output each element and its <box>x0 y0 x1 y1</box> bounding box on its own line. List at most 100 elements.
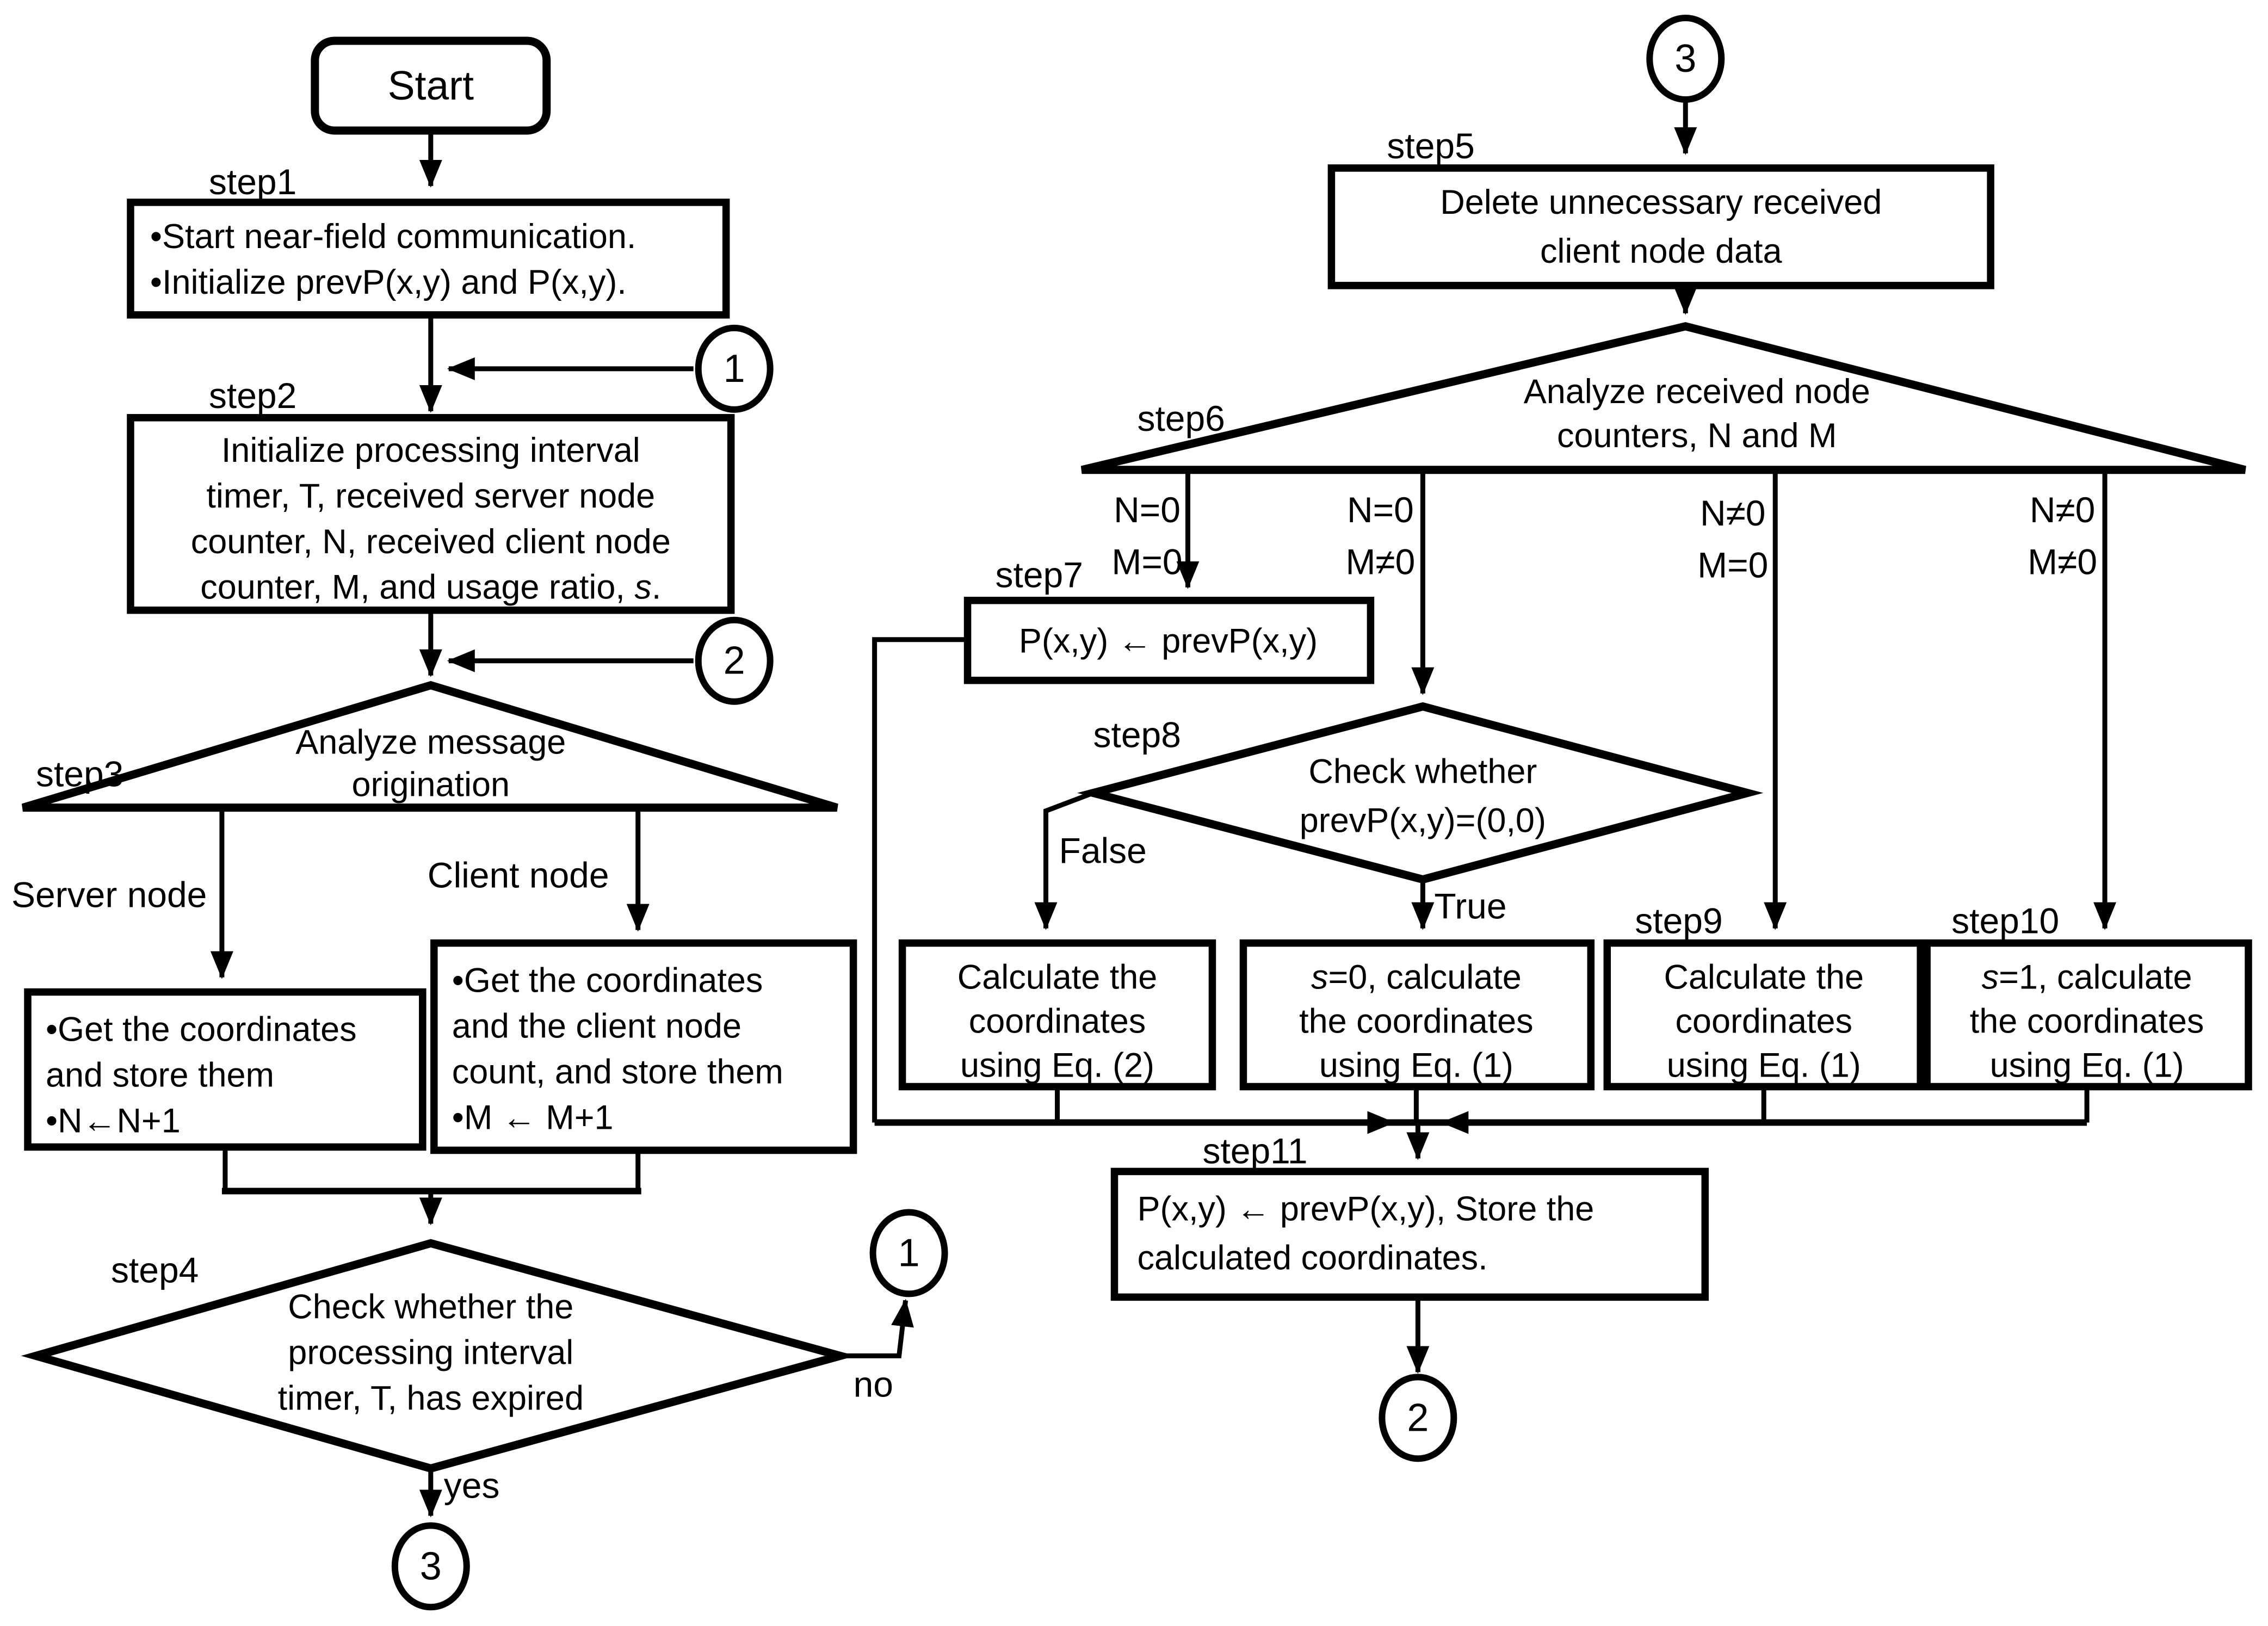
s0-line1-rest: =0, calculate <box>1328 959 1521 997</box>
step2-line4-post: . <box>652 568 662 607</box>
step10-line1: s=1, calculate <box>1982 959 2192 997</box>
step5-line1: Delete unnecessary received <box>1440 183 1882 221</box>
branch4-line1: N≠0 <box>2030 490 2096 530</box>
step3-node: Analyze message origination <box>21 681 838 812</box>
step6-node: Analyze received node counters, N and M <box>1080 322 2246 474</box>
step4-line1: Check whether the <box>288 1288 573 1326</box>
step8-line2: prevP(x,y)=(0,0) <box>1300 802 1546 840</box>
step3-line2: origination <box>352 766 510 804</box>
step11-label: step11 <box>1202 1130 1307 1171</box>
step1-line2: •Initialize prevP(x,y) and P(x,y). <box>150 263 627 301</box>
true-label: True <box>1434 886 1506 926</box>
step11-node: P(x,y) ← prevP(x,y), Store the calculate… <box>1110 1167 1709 1301</box>
step2-label: step2 <box>209 375 296 416</box>
client-action-node: •Get the coordinates and the client node… <box>430 939 857 1154</box>
start-label: Start <box>388 63 474 108</box>
step4-line3: timer, T, has expired <box>278 1379 584 1417</box>
loop-circle-3-top: 3 <box>1646 14 1725 103</box>
s0-line1: s=0, calculate <box>1311 959 1522 997</box>
s0-node: s=0, calculate the coordinates using Eq.… <box>1239 939 1595 1091</box>
client-line3: count, and store them <box>452 1053 783 1091</box>
branch-labels-n1m0: N≠0 M=0 <box>1697 493 1768 585</box>
step6-label: step6 <box>1137 398 1225 438</box>
branch3-line2: M=0 <box>1697 545 1768 585</box>
server-line2: and store them <box>46 1056 274 1095</box>
step4-label: step4 <box>111 1250 199 1290</box>
eq2-line3: using Eq. (2) <box>960 1047 1154 1085</box>
branch4-line2: M≠0 <box>2028 542 2097 582</box>
step2-line4-s: s <box>634 568 651 607</box>
server-branch-label: Server node <box>11 875 207 915</box>
loop-circle-1-top-label: 1 <box>724 347 745 391</box>
branch1-line2: M=0 <box>1111 542 1182 582</box>
step2-line4-pre: counter, M, and usage ratio, <box>200 568 634 607</box>
s0-line1-s: s <box>1311 959 1328 997</box>
false-label: False <box>1059 831 1147 871</box>
step5-line2: client node data <box>1540 232 1783 270</box>
client-branch-label: Client node <box>428 855 609 895</box>
s0-line2: the coordinates <box>1299 1003 1534 1041</box>
step8-label: step8 <box>1093 715 1181 755</box>
branch2-line2: M≠0 <box>1345 542 1415 582</box>
server-line1: •Get the coordinates <box>46 1011 357 1049</box>
step6-line1: Analyze received node <box>1524 373 1870 411</box>
loop-circle-2-bottom: 2 <box>1379 1374 1457 1462</box>
step10-line1-rest: =1, calculate <box>1999 959 2192 997</box>
step10-node: s=1, calculate the coordinates using Eq.… <box>1923 939 2252 1091</box>
step8-node: Check whether prevP(x,y)=(0,0) <box>1077 702 1764 884</box>
step2-line4: counter, M, and usage ratio, s. <box>200 568 661 607</box>
loop-circle-1-top: 1 <box>695 324 774 413</box>
step10-line3: using Eq. (1) <box>1990 1047 2184 1085</box>
step6-line2: counters, N and M <box>1557 417 1837 455</box>
client-line4: •M ← M+1 <box>452 1099 614 1137</box>
step9-line2: coordinates <box>1675 1003 1852 1041</box>
loop-circle-2-top: 2 <box>695 616 774 705</box>
step1-line1: •Start near-field communication. <box>150 218 636 256</box>
edge-step7-to-merge <box>872 637 968 1123</box>
step8-line1: Check whether <box>1308 753 1537 791</box>
loop-circle-3-bottom: 3 <box>391 1522 470 1611</box>
eq2-line1: Calculate the <box>957 959 1158 997</box>
step3-label: step3 <box>36 754 123 794</box>
eq2-line2: coordinates <box>969 1003 1146 1041</box>
step2-line2: timer, T, received server node <box>206 477 655 515</box>
step10-line2: the coordinates <box>1970 1003 2204 1041</box>
step2-line3: counter, N, received client node <box>191 523 671 561</box>
step9-node: Calculate the coordinates using Eq. (1) <box>1603 939 1924 1091</box>
branch-labels-n0m0: N=0 M=0 <box>1111 490 1182 582</box>
s0-line3: using Eq. (1) <box>1319 1047 1513 1085</box>
step9-label: step9 <box>1635 901 1722 941</box>
loop-circle-1-bottom: 1 <box>869 1209 948 1297</box>
no-label: no <box>854 1364 893 1404</box>
step9-line1: Calculate the <box>1664 959 1864 997</box>
branch-labels-n1m1: N≠0 M≠0 <box>2028 490 2097 582</box>
step1-label: step1 <box>209 162 296 202</box>
yes-label: yes <box>444 1465 500 1505</box>
step5-label: step5 <box>1387 126 1474 166</box>
edge-step4-no <box>840 1299 914 1358</box>
step7-text: P(x,y) ← prevP(x,y) <box>1019 622 1318 660</box>
loop-circle-3-bottom-label: 3 <box>420 1544 442 1588</box>
branch3-line1: N≠0 <box>1700 493 1766 533</box>
step11-line2: calculated coordinates. <box>1137 1239 1487 1277</box>
eq2-node: Calculate the coordinates using Eq. (2) <box>898 939 1216 1091</box>
step4-line2: processing interval <box>288 1333 573 1371</box>
start-node: Start <box>311 36 551 135</box>
loop-circle-2-bottom-label: 2 <box>1407 1396 1429 1439</box>
step7-label: step7 <box>996 555 1083 595</box>
step9-line3: using Eq. (1) <box>1667 1047 1861 1085</box>
step4-node: Check whether the processing interval ti… <box>21 1239 856 1473</box>
step11-line1: P(x,y) ← prevP(x,y), Store the <box>1137 1190 1594 1228</box>
loop-circle-2-top-label: 2 <box>724 639 745 683</box>
step2-line1: Initialize processing interval <box>221 431 640 469</box>
loop-circle-3-top-label: 3 <box>1674 37 1696 81</box>
client-line2: and the client node <box>452 1007 741 1046</box>
client-line1: •Get the coordinates <box>452 962 763 1000</box>
server-line3: •N←N+1 <box>46 1102 181 1140</box>
step10-line1-s: s <box>1982 959 1999 997</box>
branch1-line1: N=0 <box>1114 490 1181 530</box>
step2-node: Initialize processing interval timer, T,… <box>127 414 735 614</box>
step10-label: step10 <box>1951 901 2059 941</box>
step1-node: •Start near-field communication. •Initia… <box>127 199 730 319</box>
